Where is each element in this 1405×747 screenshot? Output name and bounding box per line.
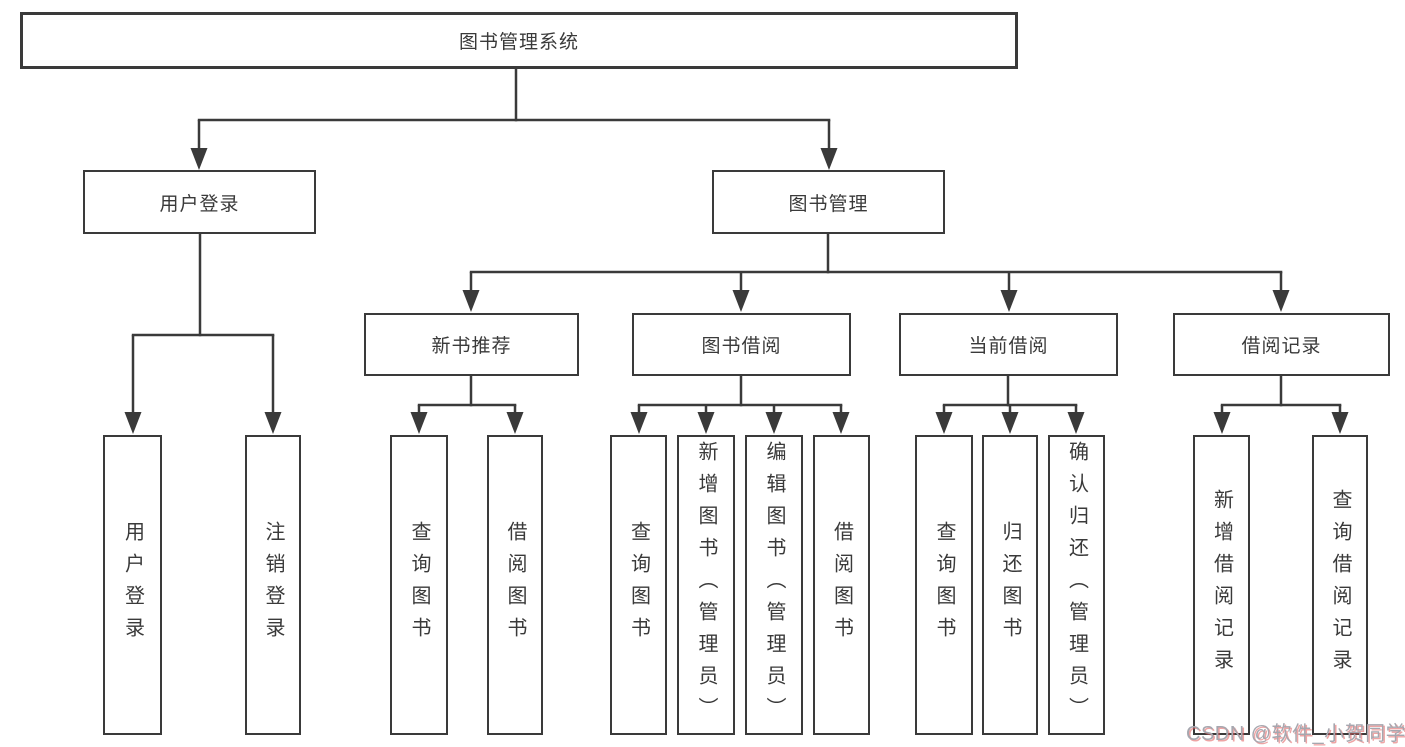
leaf-return-books-label: 归还图书 — [999, 521, 1021, 649]
leaf-logout-login-label: 注销登录 — [262, 521, 284, 649]
leaf-return-books: 归还图书 — [982, 435, 1038, 735]
leaf-query-books-borrowing-label: 查询图书 — [627, 521, 650, 649]
leaf-query-books-current: 查询图书 — [915, 435, 973, 735]
node-library-system: 图书管理系统 — [20, 12, 1018, 69]
leaf-borrow-books-borrowing-label: 借阅图书 — [830, 521, 853, 649]
leaf-confirm-return-admin-label: 确认归还（管理员） — [1065, 441, 1088, 729]
node-user-login-label: 用户登录 — [159, 193, 240, 215]
csdn-watermark: CSDN @软件_小贺同学 — [1186, 723, 1405, 745]
leaf-borrow-books-recommend: 借阅图书 — [487, 435, 543, 735]
node-borrowing-records-label: 借阅记录 — [1241, 336, 1322, 357]
node-new-book-recommendation: 新书推荐 — [364, 313, 579, 376]
leaf-query-books-recommend-label: 查询图书 — [408, 521, 430, 649]
leaf-query-books-recommend: 查询图书 — [390, 435, 448, 735]
leaf-add-book-admin-label: 新增图书（管理员） — [695, 441, 717, 729]
leaf-user-login-label: 用户登录 — [121, 521, 144, 649]
node-current-borrowing: 当前借阅 — [899, 313, 1118, 376]
leaf-borrow-books-recommend-label: 借阅图书 — [504, 521, 526, 649]
leaf-add-borrow-record: 新增借阅记录 — [1193, 435, 1250, 735]
node-book-management: 图书管理 — [712, 170, 945, 234]
leaf-confirm-return-admin: 确认归还（管理员） — [1048, 435, 1105, 735]
leaf-query-books-borrowing: 查询图书 — [610, 435, 667, 735]
leaf-add-borrow-record-label: 新增借阅记录 — [1210, 489, 1233, 681]
node-current-borrowing-label: 当前借阅 — [968, 336, 1049, 357]
node-book-borrowing: 图书借阅 — [632, 313, 851, 376]
node-borrowing-records: 借阅记录 — [1173, 313, 1390, 376]
leaf-borrow-books-borrowing: 借阅图书 — [813, 435, 870, 735]
leaf-query-borrow-record-label: 查询借阅记录 — [1329, 489, 1351, 681]
leaf-query-books-current-label: 查询图书 — [933, 521, 955, 649]
leaf-edit-book-admin: 编辑图书（管理员） — [745, 435, 803, 735]
leaf-logout-login: 注销登录 — [245, 435, 301, 735]
node-user-login: 用户登录 — [83, 170, 316, 234]
leaf-user-login: 用户登录 — [103, 435, 162, 735]
node-new-book-recommendation-label: 新书推荐 — [431, 336, 512, 357]
node-book-management-label: 图书管理 — [788, 193, 869, 215]
node-book-borrowing-label: 图书借阅 — [701, 336, 782, 357]
node-library-system-label: 图书管理系统 — [458, 32, 579, 53]
leaf-add-book-admin: 新增图书（管理员） — [677, 435, 735, 735]
leaf-query-borrow-record: 查询借阅记录 — [1312, 435, 1368, 735]
leaf-edit-book-admin-label: 编辑图书（管理员） — [763, 441, 785, 729]
